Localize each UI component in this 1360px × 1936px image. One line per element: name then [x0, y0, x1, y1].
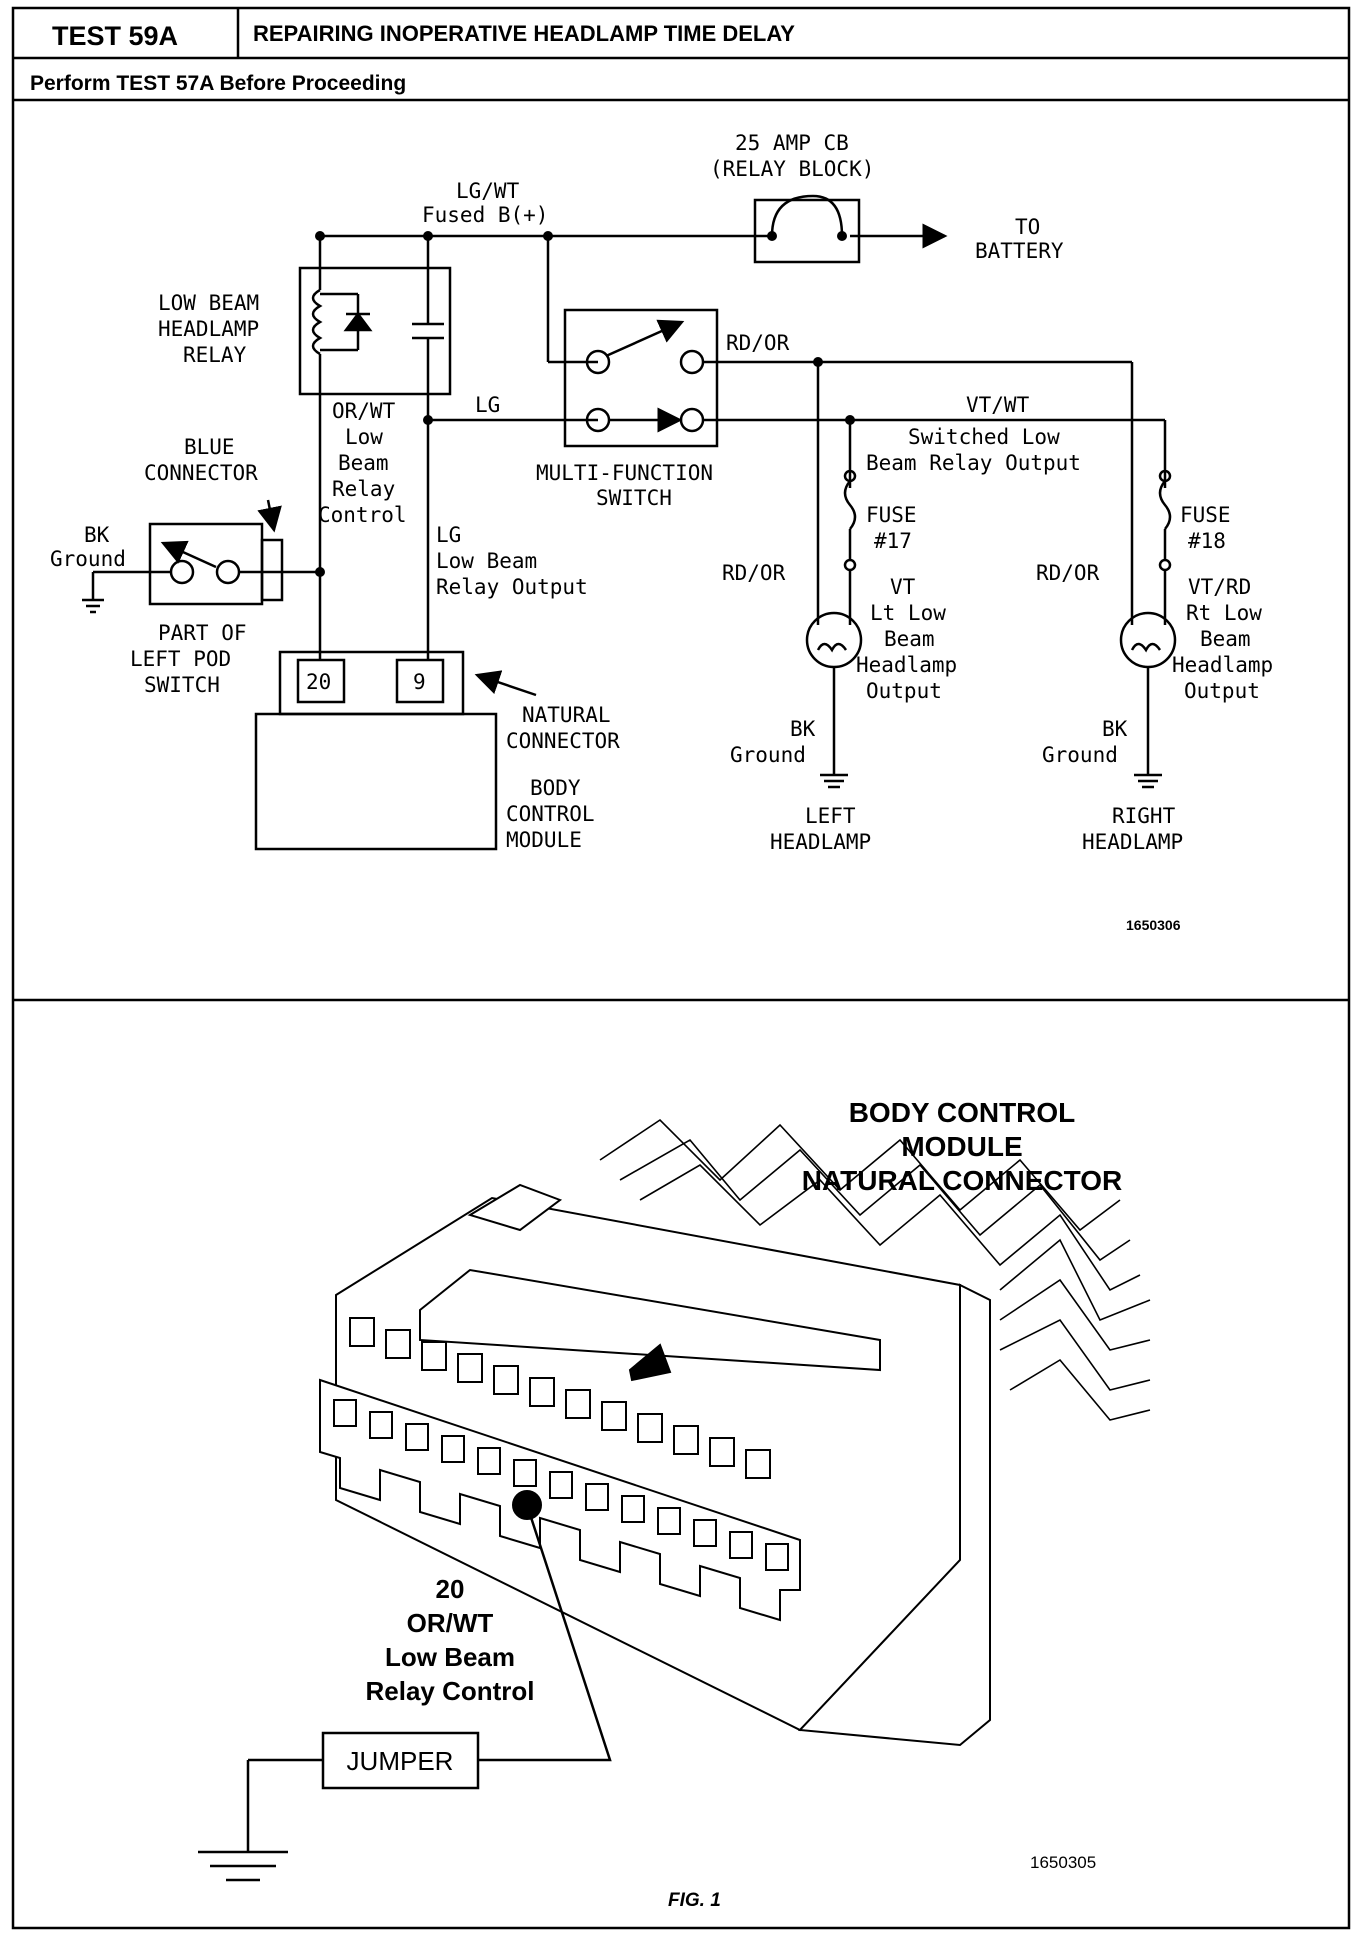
rd-or-top-label: RD/OR	[726, 331, 790, 355]
pod-switch-1: PART OF	[158, 621, 247, 645]
left-output-5: Output	[866, 679, 942, 703]
connector-figure-no: 1650305	[1030, 1853, 1096, 1872]
bk-ground-left-2: Ground	[50, 547, 126, 571]
jumper-label: JUMPER	[347, 1746, 454, 1776]
breaker-label-1: 25 AMP CB	[735, 131, 849, 155]
bk-ground-lamp-left-2: Ground	[730, 743, 806, 767]
blue-connector-1: BLUE	[184, 435, 235, 459]
pod-switch-2: LEFT POD	[130, 647, 231, 671]
or-wt-control-4: Relay	[332, 477, 395, 501]
body-control-module	[254, 520, 537, 851]
battery-label-2: BATTERY	[975, 239, 1064, 263]
bk-ground-lamp-right-1: BK	[1102, 717, 1128, 741]
relay-label-2: HEADLAMP	[158, 317, 259, 341]
pin-callout: 20 OR/WT Low Beam Relay Control	[365, 1574, 534, 1706]
bottom-cavity-row	[333, 1399, 789, 1571]
right-headlamp-bulb-icon	[1119, 611, 1177, 789]
fuse-17-icon	[843, 469, 857, 625]
natural-connector-2: CONNECTOR	[506, 729, 620, 753]
fuse-18-icon	[1158, 469, 1172, 625]
pin-callout-4: Relay Control	[365, 1676, 534, 1706]
battery-label-1: TO	[1015, 215, 1040, 239]
or-wt-control-3: Beam	[338, 451, 389, 475]
right-output-3: Beam	[1200, 627, 1251, 651]
bk-ground-left-1: BK	[84, 523, 110, 547]
pin-9-label: 9	[413, 670, 426, 694]
right-output-5: Output	[1184, 679, 1260, 703]
right-headlamp-2: HEADLAMP	[1082, 830, 1183, 854]
pin-20-label: 20	[306, 670, 331, 694]
test-id: TEST 59A	[52, 21, 178, 51]
bk-ground-lamp-left-1: BK	[790, 717, 816, 741]
top-cavity-row	[349, 1317, 771, 1479]
wire-bundle-icon	[599, 1118, 1151, 1421]
jumper-lead	[198, 1504, 612, 1882]
mf-switch-label-2: SWITCH	[596, 486, 672, 510]
fuse-18-label-1: FUSE	[1180, 503, 1231, 527]
rd-or-right-label: RD/OR	[1036, 561, 1100, 585]
lg-output-1: LG	[436, 523, 461, 547]
instruction: Perform TEST 57A Before Proceeding	[30, 72, 406, 95]
left-headlamp-2: HEADLAMP	[770, 830, 871, 854]
connector-title-3: NATURAL CONNECTOR	[802, 1165, 1122, 1196]
switched-output-1: Switched Low	[908, 425, 1060, 449]
switched-output-2: Beam Relay Output	[866, 451, 1081, 475]
connector-title-2: MODULE	[901, 1131, 1022, 1162]
relay-label-1: LOW BEAM	[158, 291, 259, 315]
pin-callout-3: Low Beam	[385, 1642, 515, 1672]
lg-output-3: Relay Output	[436, 575, 588, 599]
right-output-4: Headlamp	[1172, 653, 1273, 677]
schematic-labels: 25 AMP CB (RELAY BLOCK) LG/WT Fused B(+)…	[50, 131, 1273, 854]
or-wt-control-5: Control	[318, 503, 407, 527]
left-output-3: Beam	[884, 627, 935, 651]
blue-connector-2: CONNECTOR	[144, 461, 258, 485]
right-output-1: VT/RD	[1188, 575, 1251, 599]
pin-callout-2: OR/WT	[407, 1608, 494, 1638]
or-wt-control-2: Low	[345, 425, 383, 449]
breaker-label-2: (RELAY BLOCK)	[710, 157, 874, 181]
bcm-label-2: CONTROL	[506, 802, 595, 826]
or-wt-control-1: OR/WT	[332, 399, 396, 423]
pin-callout-1: 20	[436, 1574, 465, 1604]
left-output-4: Headlamp	[856, 653, 957, 677]
left-headlamp-bulb-icon	[805, 611, 863, 789]
lg-output-2: Low Beam	[436, 549, 537, 573]
figure-caption: FIG. 1	[668, 1890, 721, 1911]
connector-title-1: BODY CONTROL	[849, 1097, 1076, 1128]
mf-switch-label-1: MULTI-FUNCTION	[536, 461, 713, 485]
fuse-17-label-2: #17	[874, 529, 912, 553]
lg-top-label: LG	[475, 393, 500, 417]
rd-or-left-label: RD/OR	[722, 561, 786, 585]
bcm-label-1: BODY	[530, 776, 581, 800]
left-output-1: VT	[890, 575, 916, 599]
bcm-label-3: MODULE	[506, 828, 582, 852]
low-beam-relay	[298, 236, 452, 660]
vt-wt-top-label: VT/WT	[966, 393, 1030, 417]
jumper-box: JUMPER	[321, 1731, 480, 1790]
left-pod-switch	[82, 499, 320, 614]
connector-title: BODY CONTROL MODULE NATURAL CONNECTOR	[802, 1097, 1122, 1196]
test-title: REPAIRING INOPERATIVE HEADLAMP TIME DELA…	[253, 21, 795, 46]
circuit-breaker	[753, 194, 861, 264]
bk-ground-lamp-right-2: Ground	[1042, 743, 1118, 767]
pod-switch-3: SWITCH	[144, 673, 220, 697]
left-headlamp-1: LEFT	[805, 804, 856, 828]
fuse-18-label-2: #18	[1188, 529, 1226, 553]
natural-connector-1: NATURAL	[522, 703, 611, 727]
wiring-schematic	[82, 194, 1177, 851]
splice-dots	[315, 231, 855, 577]
left-output-2: Lt Low	[870, 601, 946, 625]
right-headlamp-1: RIGHT	[1112, 804, 1176, 828]
page-frame	[11, 6, 1351, 1930]
feed-wire-desc: Fused B(+)	[422, 203, 548, 227]
schematic-figure-no: 1650306	[1126, 917, 1181, 933]
relay-label-3: RELAY	[183, 343, 247, 367]
right-output-2: Rt Low	[1186, 601, 1262, 625]
fuse-17-label-1: FUSE	[866, 503, 917, 527]
multi-function-switch	[563, 308, 719, 448]
feed-wire-color: LG/WT	[456, 179, 520, 203]
natural-connector-illustration	[319, 1118, 1151, 1747]
